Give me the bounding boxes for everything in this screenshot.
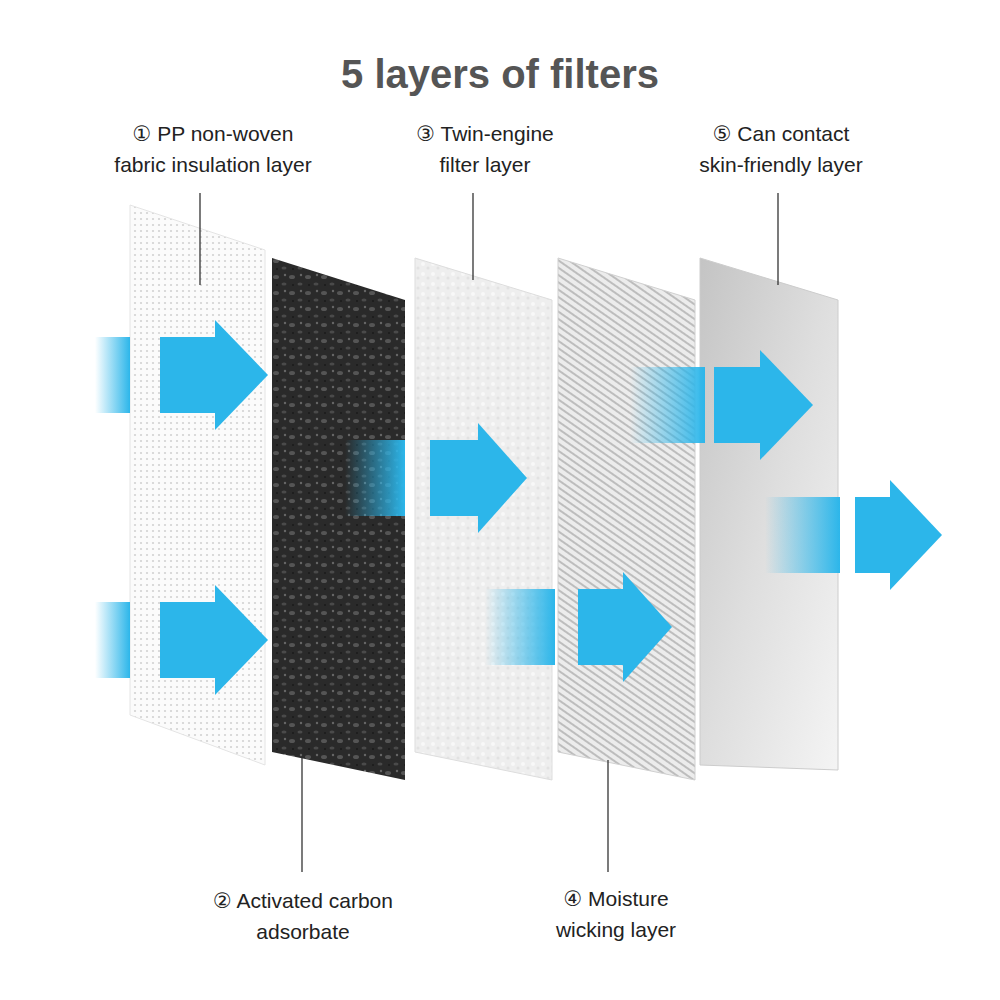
filter-sheet	[415, 258, 552, 780]
filter-sheet	[272, 258, 405, 780]
filter-sheet	[130, 205, 265, 765]
layer-label: ④ Moisture wicking layer	[546, 883, 686, 945]
diagram-title: 5 layers of filters	[0, 50, 1000, 98]
layer-label: ② Activated carbon adsorbate	[203, 885, 403, 947]
layer-label: ① PP non-woven fabric insulation layer	[109, 118, 317, 180]
filter-sheet	[558, 258, 695, 780]
layer-label: ⑤ Can contact skin-friendly layer	[692, 118, 870, 180]
airflow-arrows	[95, 320, 942, 695]
layer-label: ③ Twin-engine filter layer	[405, 118, 565, 180]
leader-lines	[200, 193, 778, 872]
